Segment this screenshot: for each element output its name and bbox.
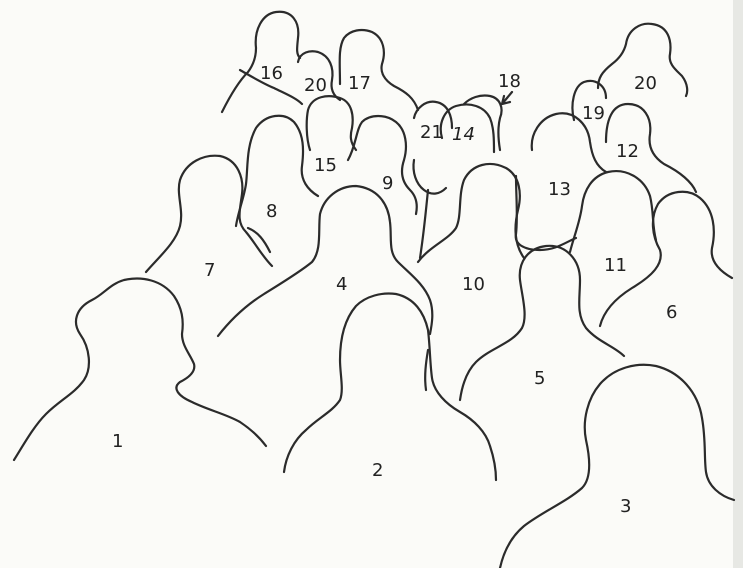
silhouette-11 — [570, 171, 656, 252]
silhouette-10-body — [425, 350, 428, 390]
label-5: 5 — [534, 368, 545, 389]
silhouette-17 — [340, 30, 418, 110]
label-7: 7 — [204, 260, 215, 281]
silhouette-1 — [14, 279, 266, 460]
silhouette-21-body — [413, 160, 446, 194]
label-1: 1 — [112, 431, 123, 452]
label-14: 14 — [452, 124, 475, 145]
label-4: 4 — [336, 274, 347, 295]
label-20-left: 20 — [304, 75, 327, 96]
label-19: 19 — [582, 103, 605, 124]
label-17: 17 — [348, 73, 371, 94]
silhouette-16 — [222, 12, 300, 112]
label-10: 10 — [462, 274, 485, 295]
label-12: 12 — [616, 141, 639, 162]
silhouette-10 — [418, 164, 524, 262]
silhouette-4 — [218, 186, 432, 336]
label-18: 18 — [498, 71, 521, 92]
label-8: 8 — [266, 201, 277, 222]
label-15: 15 — [314, 155, 337, 176]
silhouette-15 — [307, 96, 356, 150]
label-11: 11 — [604, 255, 627, 276]
silhouette-3 — [500, 365, 734, 568]
silhouette-7 — [146, 156, 272, 272]
page-edge — [733, 0, 743, 568]
label-6: 6 — [666, 302, 677, 323]
label-20-right: 20 — [634, 73, 657, 94]
label-21: 21 — [420, 122, 443, 143]
silhouette-9-neck — [420, 190, 428, 258]
label-16: 16 — [260, 63, 283, 84]
label-13: 13 — [548, 179, 571, 200]
label-2: 2 — [372, 460, 383, 481]
label-9: 9 — [382, 173, 393, 194]
silhouette-2 — [284, 294, 496, 481]
label-3: 3 — [620, 496, 631, 517]
arrow-18 — [502, 92, 512, 104]
